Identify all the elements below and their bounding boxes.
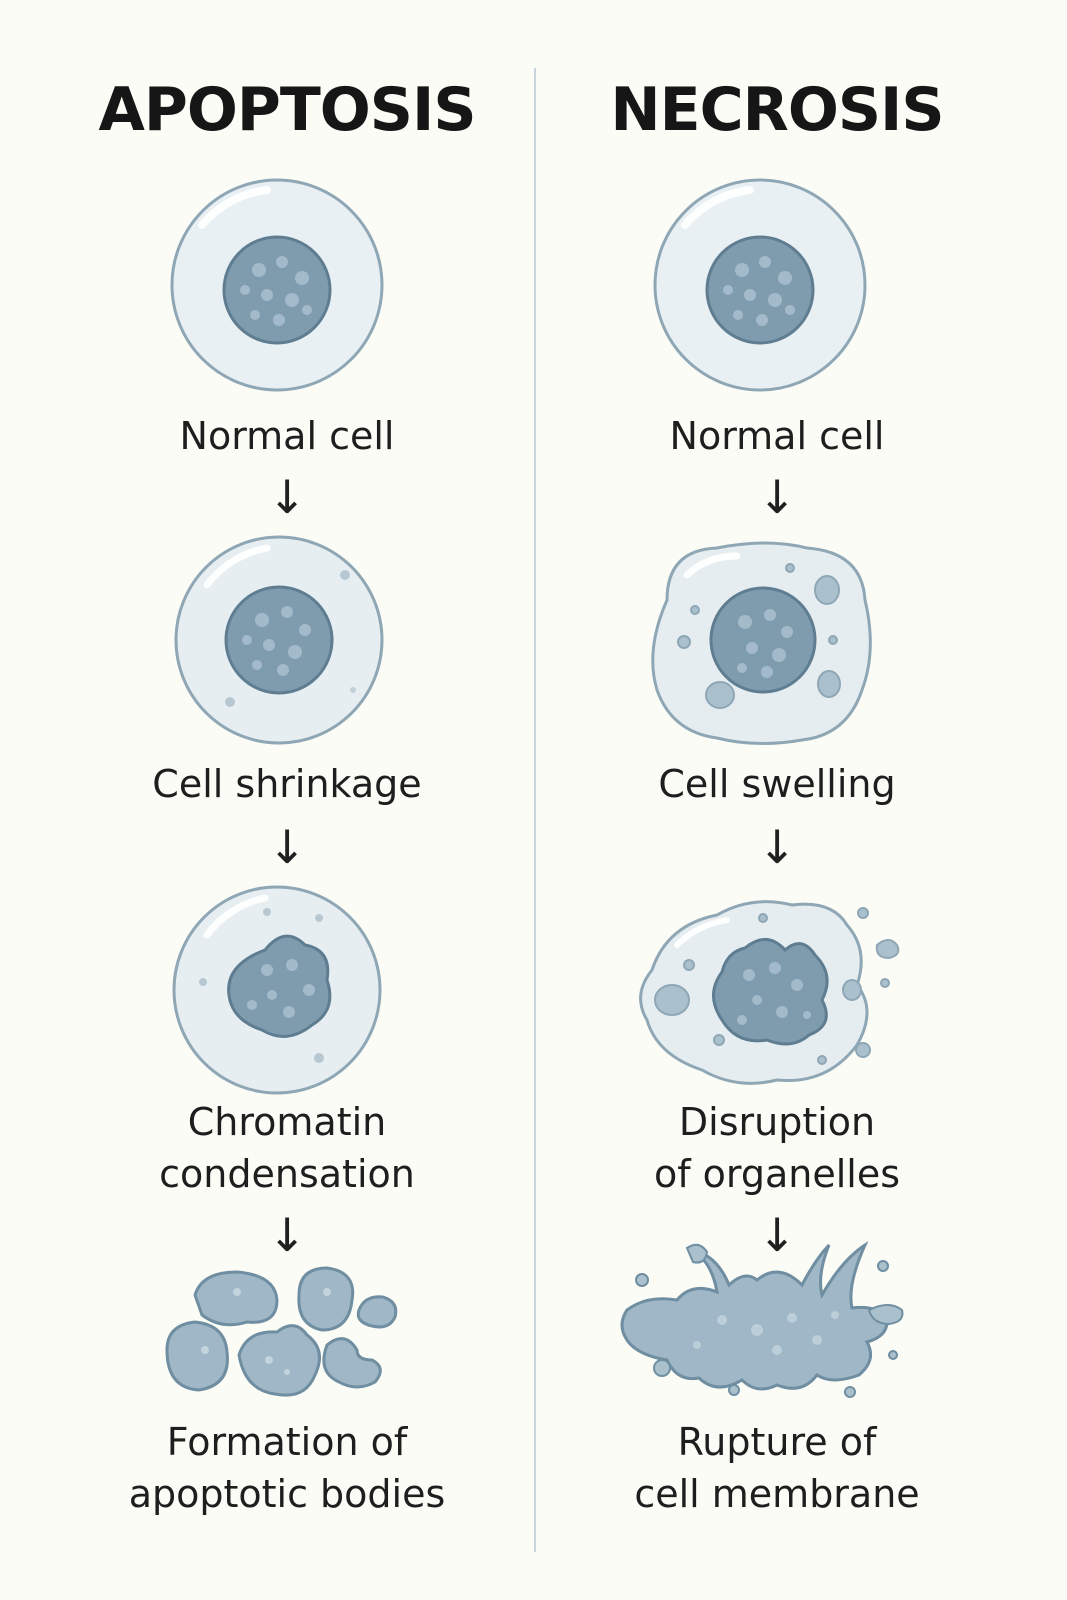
apoptosis-stage-2-label: Cell shrinkage (152, 762, 422, 806)
necrosis-title: NECROSIS (610, 75, 944, 145)
apoptosis-condensing-cell (172, 885, 382, 1095)
necrosis-illustrations (620, 178, 904, 1398)
apoptosis-stage-4-label: Formation of apoptotic bodies (128, 1420, 446, 1516)
apoptosis-arrow-1: ↓ (267, 470, 307, 524)
apoptosis-illustrations (165, 178, 398, 1397)
necrosis-swelling-cell (651, 541, 872, 746)
necrosis-column: NECROSIS (517, 0, 1037, 1600)
apoptosis-arrow-2: ↓ (267, 820, 307, 874)
column-divider (534, 68, 536, 1552)
apoptosis-title: APOPTOSIS (98, 75, 476, 145)
necrosis-arrow-2: ↓ (757, 820, 797, 874)
apoptosis-stage-3-label: Chromatin condensation (159, 1100, 415, 1196)
necrosis-ruptured-membrane (620, 1240, 904, 1398)
apoptosis-column: APOPTOSIS (27, 0, 547, 1600)
necrosis-stage-1-label: Normal cell (669, 414, 885, 458)
necrosis-arrow-1: ↓ (757, 470, 797, 524)
necrosis-arrow-3: ↓ (757, 1208, 797, 1262)
apoptosis-shrinking-cell (174, 535, 384, 745)
necrosis-stage-3-label: Disruption of organelles (653, 1100, 901, 1196)
necrosis-disrupted-cell (639, 900, 900, 1085)
necrosis-stage-2-label: Cell swelling (658, 762, 896, 806)
apoptosis-stage-1-label: Normal cell (179, 414, 395, 458)
apoptotic-bodies (165, 1266, 398, 1397)
apoptosis-arrow-3: ↓ (267, 1208, 307, 1262)
apoptosis-normal-cell (170, 178, 384, 392)
necrosis-normal-cell (653, 178, 867, 392)
necrosis-stage-4-label: Rupture of cell membrane (634, 1420, 920, 1516)
